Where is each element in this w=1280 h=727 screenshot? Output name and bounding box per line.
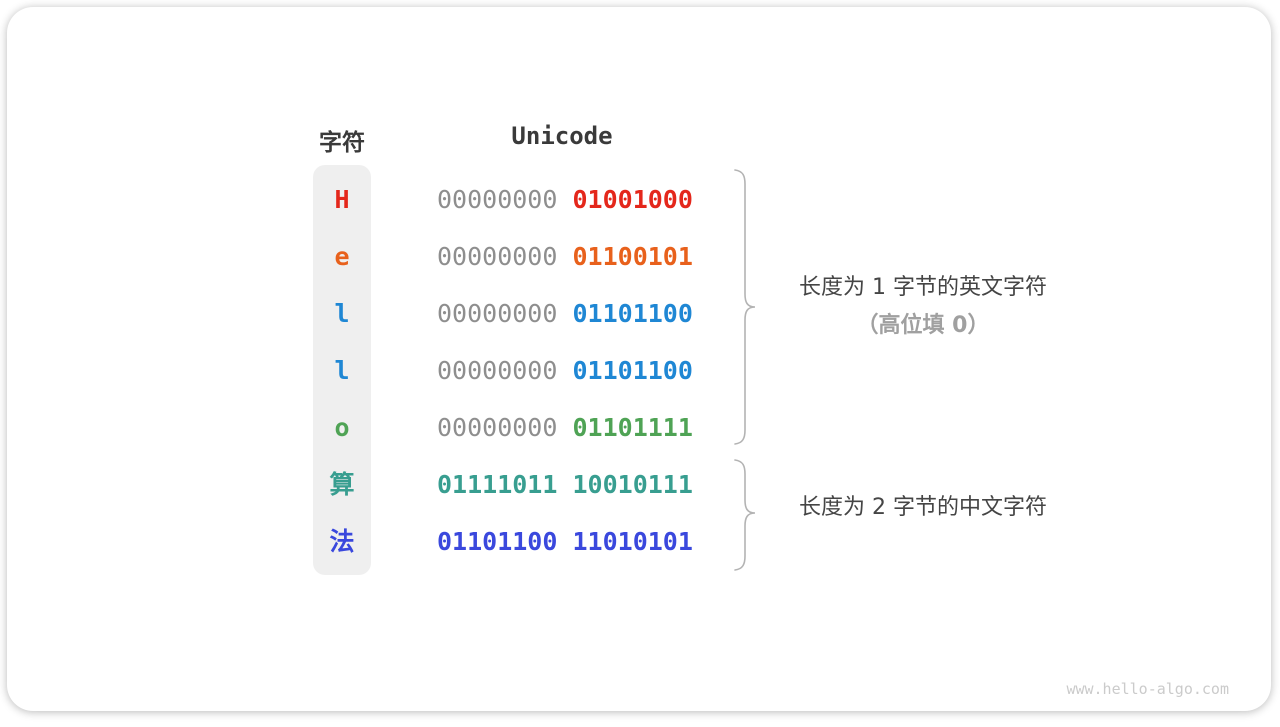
high-byte: 00000000 (437, 413, 558, 442)
column-header-unicode: Unicode (511, 122, 613, 150)
annotation-line: 长度为 2 字节的中文字符 (799, 495, 1047, 520)
table-row: 法 01101100 11010101 (7, 513, 1271, 570)
annotation-line: 长度为 1 字节的英文字符 (799, 275, 1047, 300)
unicode-binary: 01101100 11010101 (437, 513, 693, 570)
table-row: 算 01111011 10010111 (7, 456, 1271, 513)
character-cell: H (334, 185, 350, 214)
high-byte: 00000000 (437, 356, 558, 385)
figure-card: 字符 Unicode H 00000000 01001000 e 0000000… (7, 7, 1271, 711)
annotation-subline: （高位填 0） (856, 313, 990, 338)
low-byte: 01101100 (572, 356, 693, 385)
unicode-binary: 00000000 01101111 (437, 399, 693, 456)
low-byte: 10010111 (572, 470, 693, 499)
character-cell: 算 (329, 470, 355, 499)
high-byte: 01111011 (437, 470, 558, 499)
watermark-url: www.hello-algo.com (1066, 680, 1229, 698)
high-byte: 00000000 (437, 299, 558, 328)
low-byte: 01101111 (572, 413, 693, 442)
table-row: l 00000000 01101100 (7, 285, 1271, 342)
table-row: H 00000000 01001000 (7, 171, 1271, 228)
column-header-character: 字符 (319, 130, 365, 156)
table-row: e 00000000 01100101 (7, 228, 1271, 285)
unicode-binary: 00000000 01101100 (437, 285, 693, 342)
high-byte: 00000000 (437, 242, 558, 271)
annotation-english-chars: 长度为 1 字节的英文字符 （高位填 0） (767, 269, 1079, 345)
character-cell: l (334, 299, 350, 328)
character-cell: 法 (329, 527, 355, 556)
annotation-chinese-chars: 长度为 2 字节的中文字符 (767, 494, 1079, 522)
table-row: o 00000000 01101111 (7, 399, 1271, 456)
unicode-binary: 00000000 01001000 (437, 171, 693, 228)
unicode-binary: 01111011 10010111 (437, 456, 693, 513)
low-byte: 01100101 (572, 242, 693, 271)
low-byte: 11010101 (572, 527, 693, 556)
unicode-binary: 00000000 01100101 (437, 228, 693, 285)
character-cell: e (334, 242, 350, 271)
unicode-binary: 00000000 01101100 (437, 342, 693, 399)
low-byte: 01001000 (572, 185, 693, 214)
character-column-background (313, 165, 371, 575)
character-cell: o (334, 413, 350, 442)
table-row: l 00000000 01101100 (7, 342, 1271, 399)
low-byte: 01101100 (572, 299, 693, 328)
high-byte: 01101100 (437, 527, 558, 556)
high-byte: 00000000 (437, 185, 558, 214)
character-cell: l (334, 356, 350, 385)
